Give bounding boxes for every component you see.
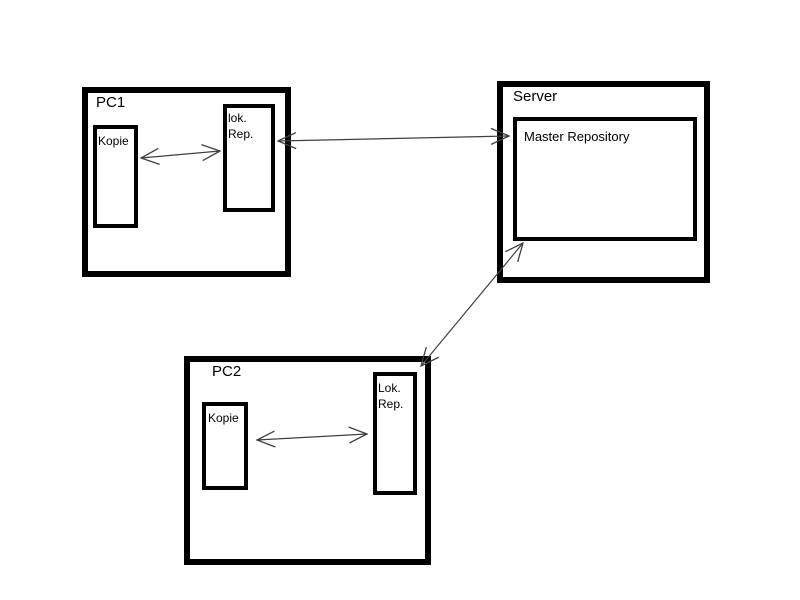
pc2-kopie-label: Kopie bbox=[208, 411, 239, 425]
pc1-lokal-repository-label: lok. Rep. bbox=[228, 110, 253, 142]
pc2-lokal-repository-box: Lok. Rep. bbox=[373, 372, 417, 495]
server-box: Server Master Repository bbox=[497, 81, 710, 283]
pc2-label: PC2 bbox=[212, 363, 242, 380]
pc1-lokal-repository-label-line2: Rep. bbox=[228, 127, 254, 141]
master-repository-label: Master Repository bbox=[524, 129, 630, 144]
pc2-lokal-repository-label-line2: Rep. bbox=[378, 397, 404, 411]
pc2-lokal-repository-label: Lok. Rep. bbox=[378, 380, 403, 412]
pc1-lokal-repository-box: lok. Rep. bbox=[223, 104, 275, 212]
pc1-kopie-label: Kopie bbox=[98, 134, 129, 148]
pc1-box: PC1 Kopie lok. Rep. bbox=[82, 87, 291, 277]
pc2-kopie-box: Kopie bbox=[202, 402, 248, 490]
master-repository-box: Master Repository bbox=[513, 117, 697, 241]
pc1-kopie-box: Kopie bbox=[93, 125, 138, 228]
pc2-box: PC2 Kopie Lok. Rep. bbox=[184, 356, 431, 565]
server-label: Server bbox=[513, 88, 558, 105]
pc1-label: PC1 bbox=[96, 94, 126, 111]
pc1-lokal-repository-label-line1: lok. bbox=[228, 111, 247, 125]
arrow-pc1-lokrep-to-master-repository bbox=[278, 136, 509, 141]
pc2-lokal-repository-label-line1: Lok. bbox=[378, 381, 401, 395]
